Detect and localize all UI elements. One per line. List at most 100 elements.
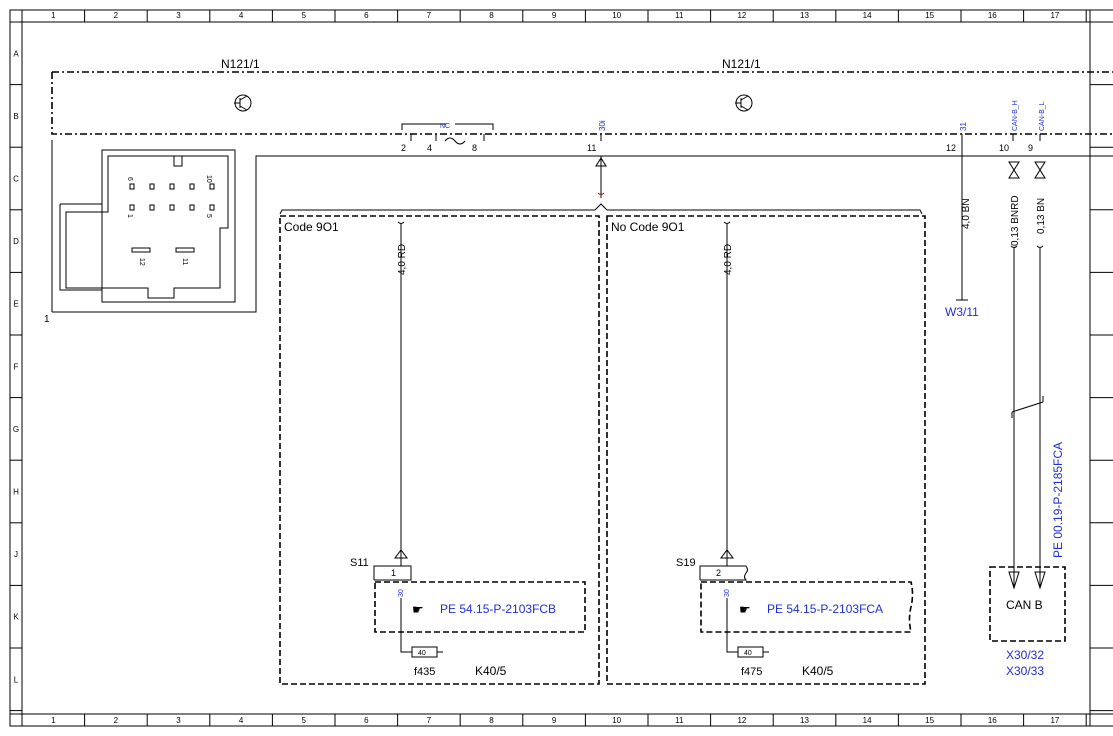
connector-outline — [51, 140, 1113, 313]
grid-row-label: K — [13, 613, 19, 622]
signal-31-label: 31 — [959, 122, 968, 131]
grid-row-label: L — [14, 675, 19, 684]
pin-stubs — [410, 134, 1041, 145]
pin-12-label: 12 — [946, 143, 956, 153]
pin-4-label: 4 — [427, 143, 432, 153]
can-pe-ref[interactable]: PE 00.19-P-2185FCA — [1051, 442, 1065, 558]
wire-mid — [723, 221, 731, 560]
wire-bnrd-label: 0,13 BNRD — [1010, 195, 1021, 246]
grid-row-label: A — [13, 49, 19, 58]
grid-col-label-top: 6 — [364, 11, 369, 20]
pin-10-label: 10 — [999, 143, 1009, 153]
fuse-left-wire — [400, 598, 412, 653]
transistor-icon-left — [234, 94, 252, 112]
n121-right-label: N121/1 — [722, 57, 761, 71]
feed-30i-icon — [595, 156, 607, 198]
grid-col-label-top: 9 — [552, 11, 557, 20]
connector-pin-1: 1 — [126, 214, 133, 218]
nc-bracket — [401, 123, 494, 130]
pe-box-right — [700, 581, 914, 633]
grid-col-label-bottom: 6 — [364, 716, 369, 725]
fuse-right-wire — [726, 598, 738, 653]
ground-label[interactable]: W3/11 — [945, 305, 979, 319]
signal-can-l-label: CAN-B_L — [1039, 101, 1046, 131]
hand-pointer-icon-right: ☛ — [739, 603, 751, 618]
n121-left-label: N121/1 — [221, 57, 260, 71]
grid-row-label: B — [13, 112, 18, 121]
pin-8-label: 8 — [472, 143, 477, 153]
module-left-name: K40/5 — [475, 664, 507, 678]
pin-9-label: 9 — [1028, 143, 1033, 153]
grid-col-label-top: 4 — [239, 11, 244, 20]
can-box — [989, 566, 1066, 642]
grid-col-label-bottom: 12 — [737, 716, 746, 725]
nc-label: NC — [440, 123, 450, 130]
fuse-right-value: 40 — [744, 650, 752, 657]
grid-col-label-bottom: 17 — [1050, 716, 1059, 725]
grid-row-label: H — [13, 488, 19, 497]
pin-2-label: 2 — [401, 143, 406, 153]
module-right-name: K40/5 — [802, 664, 834, 678]
branch-brace — [279, 203, 923, 215]
grid-col-label-bottom: 5 — [301, 716, 306, 725]
connector-pin-12: 12 — [138, 258, 145, 266]
grid-col-label-bottom: 3 — [176, 716, 181, 725]
fuse-left-name: f435 — [414, 666, 435, 678]
twisted-pair-mark — [1011, 396, 1044, 418]
wire-mid-label: 4,0 RD — [723, 244, 734, 275]
can-h-wire — [1008, 161, 1020, 590]
n121-frame — [51, 71, 1113, 135]
grid-col-label-top: 8 — [489, 11, 494, 20]
connector-ref-label: 1 — [44, 314, 50, 325]
pin-30-right: 30 — [724, 589, 731, 597]
grid-col-label-top: 17 — [1050, 11, 1059, 20]
code-box-right — [606, 215, 926, 685]
wire-ground-label: 4,0 BN — [961, 198, 972, 229]
wire-left-label: 4,0 RD — [397, 244, 408, 275]
pin-11-label: 11 — [587, 143, 596, 153]
signal-30i-label: 30i — [598, 120, 607, 131]
can-box-label: CAN B — [1006, 598, 1043, 612]
connector-face — [59, 149, 236, 303]
grid-col-label-top: 11 — [675, 11, 684, 20]
grid-col-label-top: 16 — [988, 11, 997, 20]
splice-s11-pin: 1 — [391, 568, 396, 578]
grid-row-label: D — [13, 237, 19, 246]
grid-col-label-bottom: 13 — [800, 716, 809, 725]
code-box-left — [279, 215, 600, 685]
grid-col-label-bottom: 15 — [925, 716, 934, 725]
grid-col-label-top: 2 — [114, 11, 119, 20]
fuse-right-name: f475 — [741, 666, 762, 678]
fuse-left-value: 40 — [418, 650, 426, 657]
grid-col-label-top: 3 — [176, 11, 181, 20]
grid-col-label-bottom: 10 — [612, 716, 621, 725]
grid-col-label-bottom: 4 — [239, 716, 244, 725]
grid-col-label-top: 13 — [800, 11, 809, 20]
wire-left — [397, 221, 405, 560]
pe-ref-left[interactable]: PE 54.15-P-2103FCB — [440, 602, 556, 616]
grid-col-label-bottom: 16 — [988, 716, 997, 725]
grid-col-label-top: 10 — [612, 11, 621, 20]
grid-col-label-top: 12 — [737, 11, 746, 20]
can-x30-32[interactable]: X30/32 — [1006, 648, 1044, 662]
grid-col-label-top: 14 — [863, 11, 872, 20]
grid-col-label-top: 15 — [925, 11, 934, 20]
connector-pin-10: 10 — [205, 175, 212, 183]
sheet-border — [9, 9, 1113, 727]
grid-col-label-top: 5 — [301, 11, 306, 20]
code-box-left-title: Code 9O1 — [284, 220, 339, 234]
grid-col-label-bottom: 11 — [675, 716, 684, 725]
signal-can-h-label: CAN-B_H — [1012, 100, 1019, 131]
pe-ref-right[interactable]: PE 54.15-P-2103FCA — [767, 602, 883, 616]
grid-col-label-bottom: 8 — [489, 716, 494, 725]
wire-ground — [956, 141, 968, 301]
can-x30-33[interactable]: X30/33 — [1006, 664, 1044, 678]
wire-bn2-label: 0,13 BN — [1036, 198, 1047, 234]
svg-text:☛: ☛ — [412, 603, 424, 618]
hand-pointer-icon-left: ☛ — [412, 603, 424, 618]
grid-row-label: G — [13, 425, 19, 434]
grid-row-label: E — [13, 300, 18, 309]
grid-col-label-bottom: 2 — [114, 716, 119, 725]
splice-s11-label: S11 — [350, 557, 369, 569]
